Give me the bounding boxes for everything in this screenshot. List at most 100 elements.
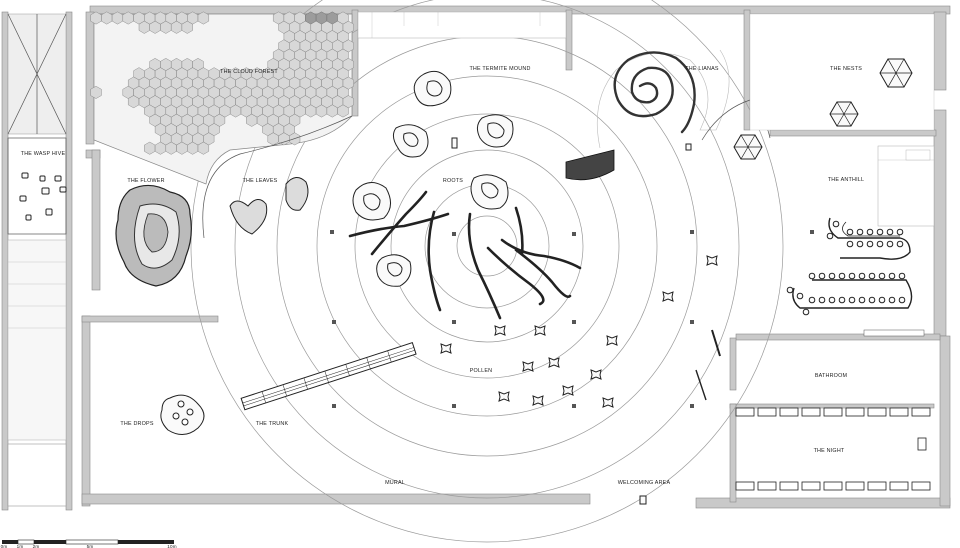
label-pollen: POLLEN <box>470 368 492 374</box>
walls <box>1 5 951 511</box>
night-bed <box>801 481 821 491</box>
column <box>452 404 456 408</box>
termite-mound: THE TERMITE MOUND <box>357 11 567 158</box>
anthill-stool <box>808 272 816 280</box>
column <box>330 230 334 234</box>
anthill-stool <box>888 296 896 304</box>
cloud-forest-hex-cell <box>197 11 210 25</box>
night-bed <box>845 407 865 417</box>
pollen-piece <box>662 291 674 302</box>
anthill-stool <box>846 228 854 236</box>
pollen-piece <box>590 369 602 380</box>
anthill-stool <box>818 296 826 304</box>
scale-label-2m: 2m <box>33 544 40 548</box>
label-bathroom: BATHROOM <box>815 373 848 379</box>
night-bed <box>823 481 843 491</box>
pollen: POLLEN <box>440 255 718 408</box>
anthill-stool <box>886 228 894 236</box>
nest-hexagon-1 <box>879 58 913 88</box>
anthill-stool <box>868 296 876 304</box>
anthill-stool <box>856 228 864 236</box>
night-bed <box>823 407 843 417</box>
label-roots: ROOTS <box>443 178 463 184</box>
column <box>690 404 694 408</box>
pollen-piece <box>534 325 546 336</box>
label-drops: THE DROPS <box>120 421 153 427</box>
anthill-stool <box>856 240 864 248</box>
anthill-stool <box>828 272 836 280</box>
pollen-piece <box>548 357 560 368</box>
anthill-stool <box>888 272 896 280</box>
scale-label-10m: 10m <box>167 544 177 548</box>
cloud-forest-hex-cell <box>197 141 210 155</box>
night-bed <box>889 481 909 491</box>
anthill-stool <box>866 240 874 248</box>
anthill-stool <box>796 292 804 300</box>
pollen-piece <box>706 255 718 266</box>
label-mural: MURAL <box>385 480 405 486</box>
column <box>572 404 576 408</box>
roots: ROOTS <box>348 174 582 320</box>
night-bed <box>911 407 931 417</box>
pollen-piece <box>498 391 510 402</box>
scale-label-5m: 5m <box>87 544 94 548</box>
anthill-stool <box>848 296 856 304</box>
entry-partitions <box>639 329 721 505</box>
night-bed <box>801 407 821 417</box>
anthill-stool <box>786 286 794 294</box>
column <box>452 320 456 324</box>
night-bed <box>845 481 865 491</box>
scale-label-0m: 0m <box>1 544 8 548</box>
pollen-piece <box>602 397 614 408</box>
label-flower: THE FLOWER <box>127 178 164 184</box>
wasp-hive-cells <box>19 172 67 221</box>
bathroom: BATHROOM <box>815 373 848 379</box>
pollen-piece <box>606 335 618 346</box>
night-bed <box>735 407 755 417</box>
label-lianas: THE LIANAS <box>685 66 719 72</box>
label-trunk: THE TRUNK <box>256 421 289 427</box>
nest-hexagon-2 <box>829 101 859 127</box>
trunk: THE TRUNK <box>240 342 417 427</box>
night-bed <box>757 481 777 491</box>
night-bed <box>757 407 777 417</box>
label-welcoming-area: WELCOMING AREA <box>618 480 671 486</box>
anthill-stool <box>832 220 840 228</box>
anthill-stool <box>802 308 810 316</box>
leaves: THE LEAVES <box>229 177 309 235</box>
pollen-piece <box>532 395 544 406</box>
anthill-stool <box>826 232 834 240</box>
label-anthill: THE ANTHILL <box>828 177 864 183</box>
anthill-stool <box>808 296 816 304</box>
anthill-stool <box>846 240 854 248</box>
night-bed <box>889 407 909 417</box>
night-bed <box>911 481 931 491</box>
pollen-piece <box>562 385 574 396</box>
anthill-stool <box>898 296 906 304</box>
cloud-forest: THE CLOUD FOREST <box>90 11 354 239</box>
night-bed <box>867 481 887 491</box>
column <box>332 404 336 408</box>
anthill-stool <box>886 240 894 248</box>
column <box>810 230 814 234</box>
anthill-stool <box>858 296 866 304</box>
structural-columns <box>330 230 814 408</box>
label-wasp-hive: THE WASP HIVE <box>21 151 66 157</box>
cloud-forest-hex-cell <box>90 85 102 99</box>
anthill-stool <box>876 228 884 236</box>
anthill-stool <box>818 272 826 280</box>
pollen-piece <box>440 343 452 354</box>
scale-label-1m: 1m <box>17 544 24 548</box>
label-leaves: THE LEAVES <box>243 178 278 184</box>
night-bed <box>779 481 799 491</box>
pollen-piece <box>494 325 506 336</box>
anthill-stool <box>898 272 906 280</box>
anthill-stool <box>868 272 876 280</box>
label-night: THE NIGHT <box>814 448 845 454</box>
column <box>572 320 576 324</box>
column <box>690 320 694 324</box>
anthill: THE ANTHILL <box>786 145 935 337</box>
drops: THE DROPS <box>120 394 205 435</box>
label-nests: THE NESTS <box>830 66 862 72</box>
